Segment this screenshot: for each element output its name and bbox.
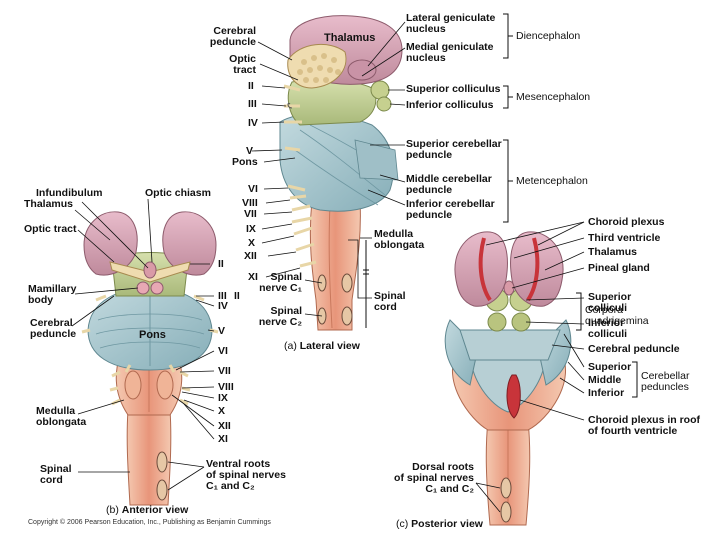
anterior-caption-text: Anterior view — [121, 504, 189, 516]
metencephalon-group-label: Metencephalon — [516, 175, 588, 187]
anterior-cn-x: X — [218, 405, 226, 417]
lateral-cn-xi: XI — [248, 271, 258, 283]
anterior-thalamus-label: Thalamus — [24, 198, 74, 210]
anterior-cn-ix: IX — [218, 392, 228, 404]
anterior-cn-iii: III — [218, 290, 227, 302]
brackets — [363, 13, 638, 398]
lateral-caption: (a) Lateral view — [284, 340, 360, 352]
anterior-caption-letter: (b) — [106, 504, 119, 516]
inferior-peduncle-label: Inferior — [588, 387, 625, 399]
lateral-cn-viii: VIII — [242, 197, 258, 209]
lateral-cn-ix: IX — [246, 223, 256, 235]
lateral-cn-vi: VI — [248, 183, 258, 195]
copyright-notice: Copyright © 2006 Pearson Education, Inc.… — [28, 519, 271, 526]
middle-peduncle-label: Middle — [588, 374, 622, 386]
lateral-cn-iii: III — [248, 98, 257, 110]
choroid-plexus-label: Choroid plexus — [588, 216, 665, 228]
anterior-cn-xii: XII — [218, 420, 231, 432]
anterior-cn-vii: VII — [218, 365, 231, 377]
mesencephalon-group-label: Mesencephalon — [516, 91, 591, 103]
anterior-cn-xi: XI — [218, 433, 228, 445]
anterior-optic-tract-label: Optic tract — [24, 223, 77, 235]
anterior-cn-iv: IV — [218, 300, 228, 312]
lateral-thalamus-label: Thalamus — [324, 32, 376, 44]
anterior-cn-vi: VI — [218, 345, 228, 357]
anterior-cn-ii: II — [218, 258, 224, 270]
lateral-cn-xii: XII — [244, 250, 257, 262]
anterior-cn-viii: VIII — [218, 381, 234, 393]
posterior-caption-text: Posterior view — [411, 518, 483, 530]
anterior-cn-ii-b: II — [234, 290, 240, 302]
optic-chiasm-label: Optic chiasm — [145, 187, 211, 199]
superior-peduncle-label: Superior — [588, 361, 632, 373]
leader-lines — [71, 21, 585, 513]
pineal-gland-label: Pineal gland — [588, 262, 650, 274]
lateral-cn-vii: VII — [244, 208, 257, 220]
lateral-cn-iv: IV — [248, 117, 258, 129]
posterior-cerebral-peduncle-label: Cerebral peduncle — [588, 343, 680, 355]
anterior-caption: (b) Anterior view — [106, 504, 188, 516]
lateral-cn-ii: II — [248, 80, 254, 92]
posterior-thalamus-label: Thalamus — [588, 246, 638, 258]
posterior-caption: (c) Posterior view — [396, 518, 483, 530]
lateral-cn-x: X — [248, 237, 256, 249]
anterior-view-art — [81, 211, 219, 506]
lateral-caption-letter: (a) — [284, 340, 297, 352]
posterior-view-art — [444, 231, 572, 526]
third-ventricle-label: Third ventricle — [588, 232, 661, 244]
lateral-cn-v: V — [246, 145, 254, 157]
superior-colliculus-label: Superior colliculus — [406, 83, 501, 95]
lateral-view-art — [279, 15, 403, 331]
infundibulum-label: Infundibulum — [36, 187, 103, 199]
anterior-cn-v: V — [218, 325, 226, 337]
lateral-pons-label: Pons — [232, 156, 258, 168]
posterior-caption-letter: (c) — [396, 518, 409, 530]
lateral-caption-text: Lateral view — [299, 340, 360, 352]
diencephalon-group-label: Diencephalon — [516, 30, 581, 42]
anterior-pons-label: Pons — [139, 329, 166, 341]
inferior-colliculus-label: Inferior colliculus — [406, 99, 494, 111]
